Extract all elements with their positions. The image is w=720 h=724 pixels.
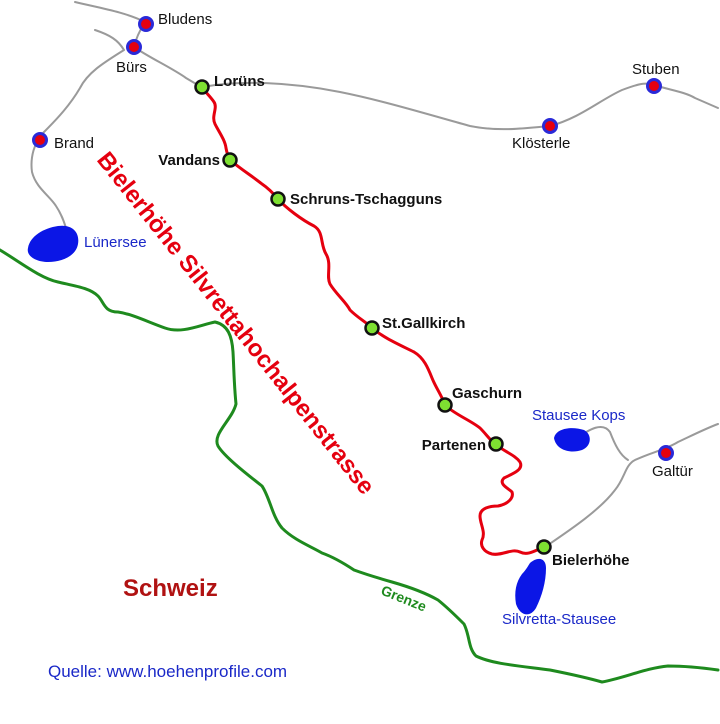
lake-labels: Lünersee Stausee Kops Silvretta-Stausee	[84, 234, 625, 628]
town-label-stuben: Stuben	[632, 61, 680, 78]
stop-label-bielerhoehe: Bielerhöhe	[552, 552, 630, 569]
stop-label-schruns: Schruns-Tschagguns	[290, 191, 442, 208]
town-marker-brand	[32, 132, 48, 148]
road-galtuer	[544, 423, 719, 548]
road-kops	[574, 425, 629, 461]
stop-label-gaschurn: Gaschurn	[452, 385, 522, 402]
country-border	[0, 248, 720, 684]
town-label-galtuer: Galtür	[652, 463, 693, 480]
stop-marker-bielerhoehe	[536, 539, 552, 555]
town-labels: Bludens Bürs Brand Stuben Klösterle Galt…	[54, 11, 693, 480]
town-label-bludens: Bludens	[158, 11, 212, 28]
lake-label-lunersee: Lünersee	[84, 234, 147, 251]
stop-marker-vandans	[222, 152, 238, 168]
stop-marker-partenen	[488, 436, 504, 452]
stop-marker-gaschurn	[437, 397, 453, 413]
stop-label-vandans: Vandans	[158, 152, 220, 169]
stop-label-partenen: Partenen	[422, 437, 486, 454]
stop-label-loruns: Lorüns	[214, 73, 265, 90]
source-credit: Quelle: www.hoehenprofile.com	[48, 662, 287, 681]
town-marker-stuben	[646, 78, 662, 94]
town-marker-galtuer	[658, 445, 674, 461]
lake-label-kops: Stausee Kops	[532, 407, 625, 424]
stop-marker-loruns	[194, 79, 210, 95]
lake-kops-shape	[554, 428, 590, 452]
lake-label-silvretta: Silvretta-Stausee	[502, 611, 616, 628]
lake-silvretta-shape	[515, 558, 546, 615]
stop-marker-gallkirch	[364, 320, 380, 336]
road-brand	[30, 29, 125, 229]
town-label-klosterle: Klösterle	[512, 135, 570, 152]
town-markers	[32, 16, 674, 461]
town-label-buers: Bürs	[116, 59, 147, 76]
route-stops	[194, 79, 552, 555]
lake-lunersee-shape	[27, 225, 79, 262]
town-marker-buers	[126, 39, 142, 55]
road-north	[74, 1, 146, 23]
stop-marker-schruns	[270, 191, 286, 207]
country-label: Schweiz	[123, 575, 218, 602]
town-label-brand: Brand	[54, 135, 94, 152]
stop-labels: Lorüns Vandans Schruns-Tschagguns St.Gal…	[158, 73, 629, 569]
town-marker-bludens	[138, 16, 154, 32]
town-marker-klosterle	[542, 118, 558, 134]
stop-label-gallkirch: St.Gallkirch	[382, 315, 465, 332]
